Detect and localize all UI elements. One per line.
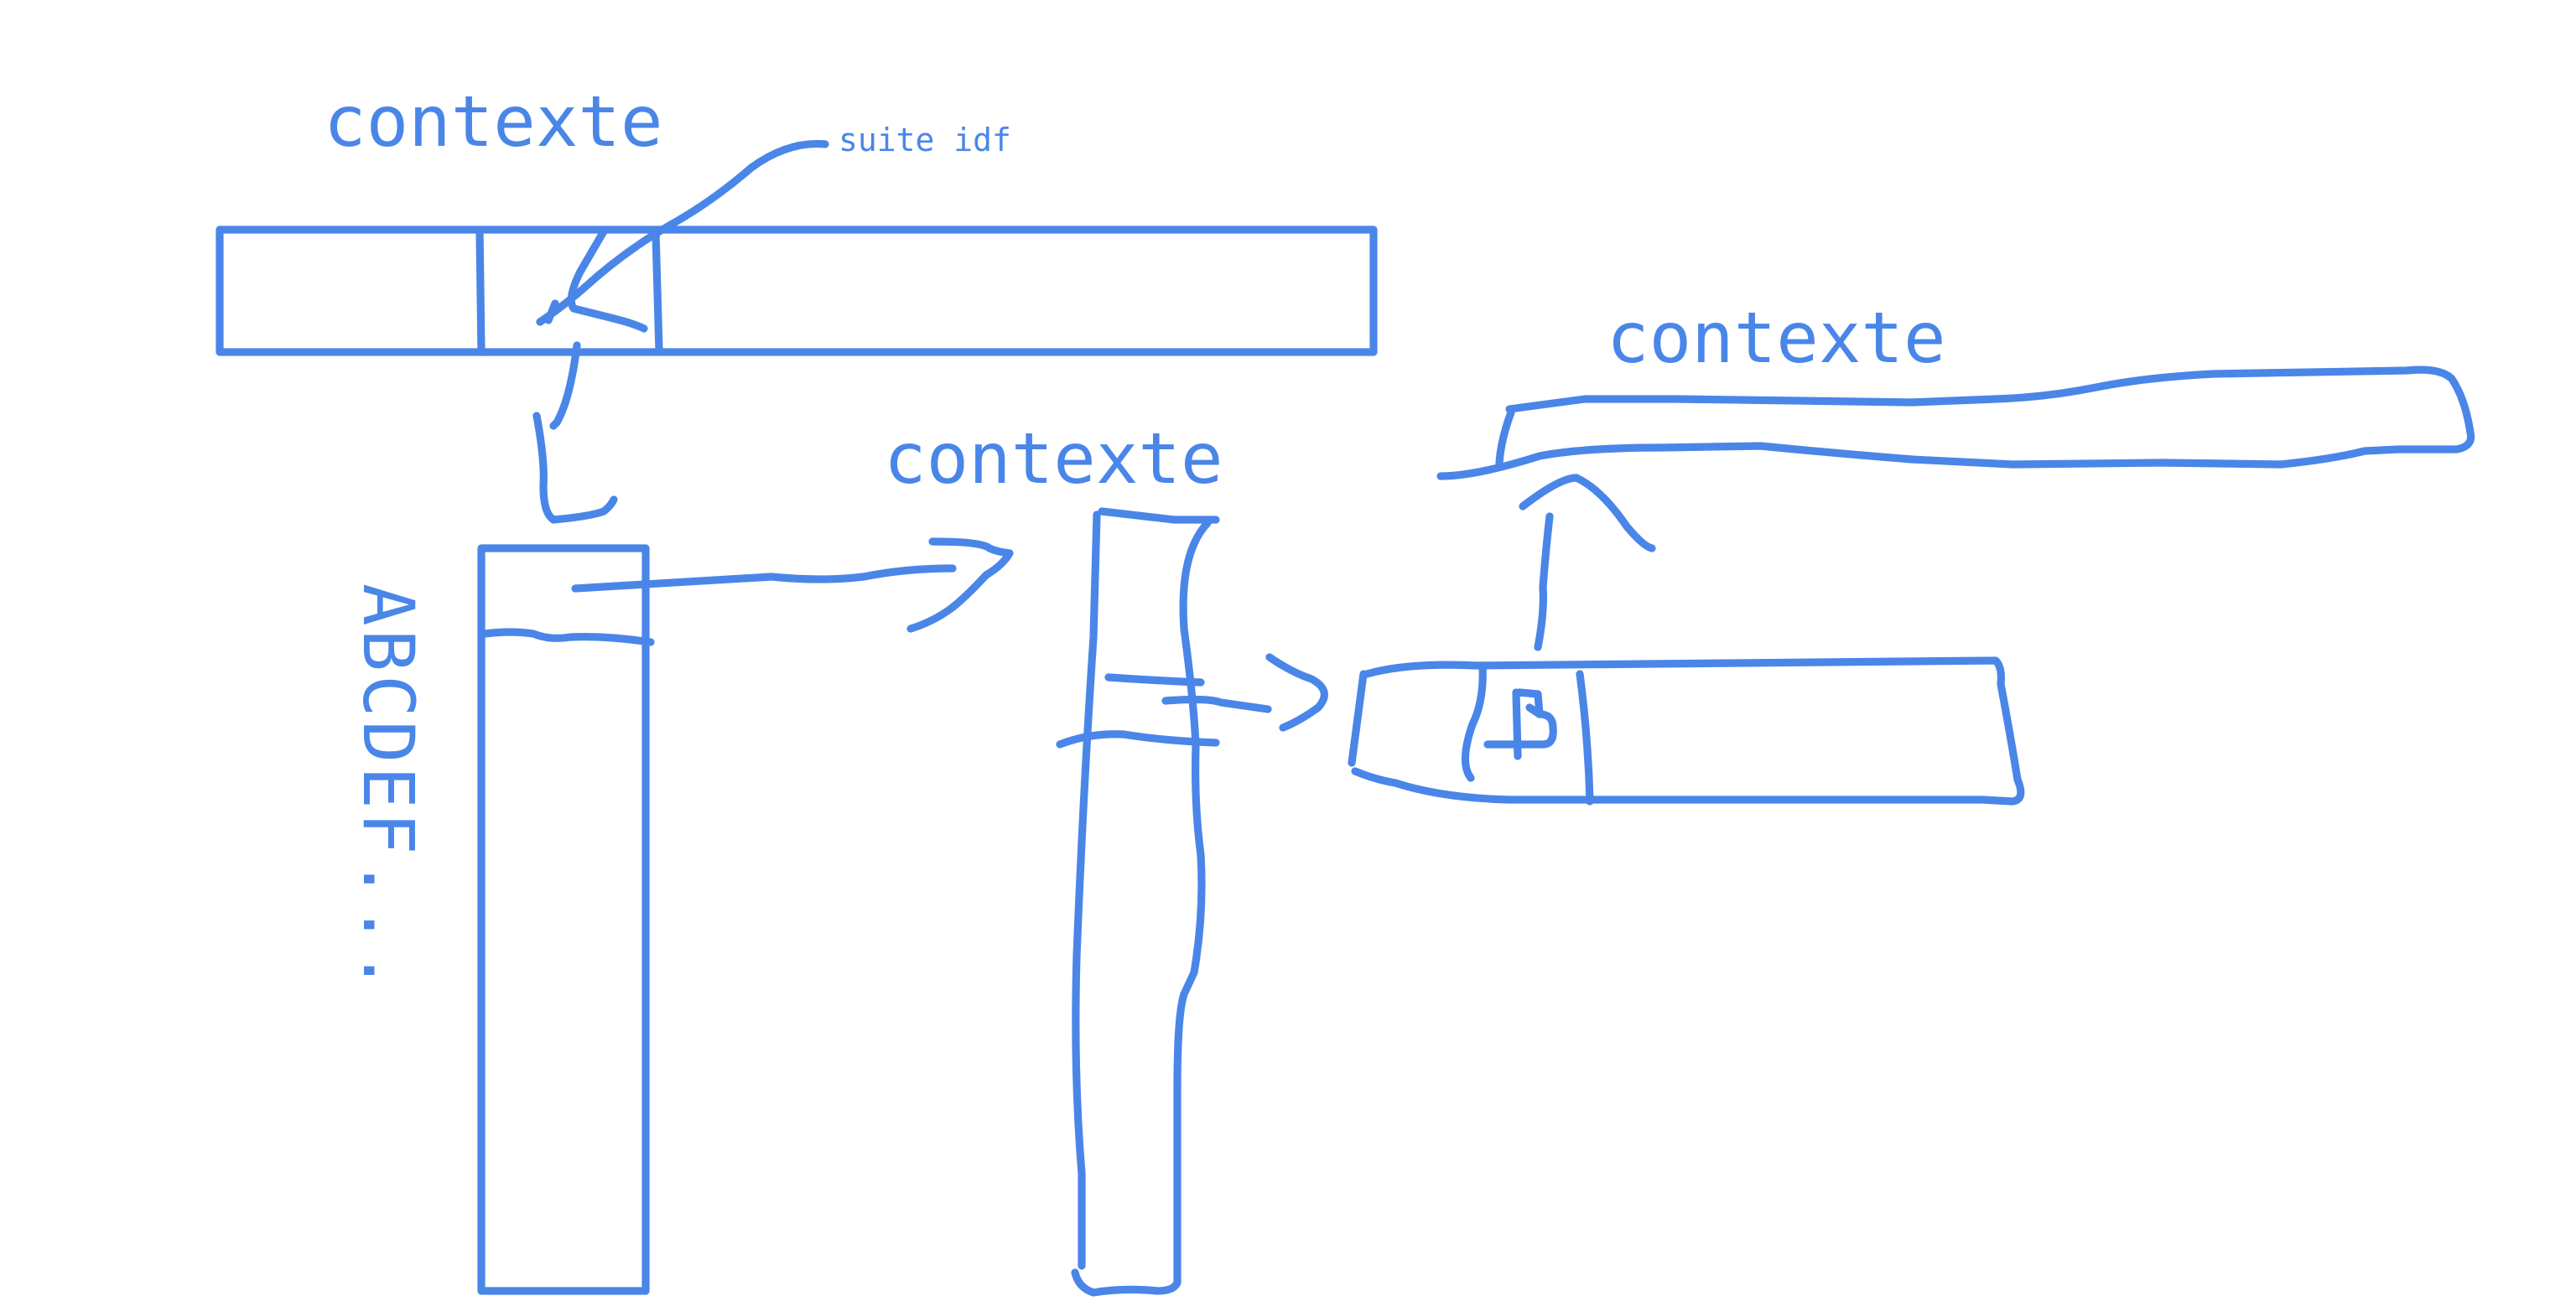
arrowhead-middle (906, 537, 1014, 633)
strip-divider-right (652, 229, 663, 355)
strip-divider-left (475, 227, 486, 356)
arrow-up-head (1519, 474, 1656, 552)
arrow-up-shaft (1534, 512, 1554, 651)
top-right-bar-outline (1436, 365, 2475, 480)
right-strip-left-edge (1348, 670, 1368, 767)
label-contexte-right: contexte (1607, 297, 1946, 379)
b-letter-tick (1525, 703, 1544, 718)
middle-row-line-3 (1056, 730, 1220, 749)
horizontal-strip (216, 225, 1378, 356)
middle-column-top-edge (1098, 507, 1220, 524)
middle-column (1056, 507, 1272, 1297)
middle-row-line-1 (1104, 673, 1205, 687)
middle-column-right-edge (1071, 519, 1212, 1297)
middle-column-left-edge (1072, 511, 1101, 1270)
arrowhead-right (1265, 653, 1328, 732)
top-right-bar-left-edge (1495, 408, 1515, 467)
connector-hook (532, 412, 618, 524)
label-contexte-middle: contexte (884, 417, 1223, 500)
label-vertical-letters: ABCDEF... (347, 583, 429, 995)
column-row-divider (480, 628, 655, 646)
right-strip-divider-1 (1461, 661, 1487, 782)
highlighted-cell-mark (567, 227, 648, 333)
right-strip (1348, 656, 2025, 806)
right-strip-bottom-edge (1351, 767, 1987, 804)
connector-strip-down (549, 341, 581, 430)
suite-arrow (536, 139, 829, 326)
b-cell-letter (1483, 688, 1557, 760)
right-strip-top-right-edge (1363, 656, 2025, 806)
arrow-column-to-middle (571, 564, 957, 593)
vertical-column (477, 544, 655, 1295)
horizontal-strip-outline (216, 225, 1378, 356)
top-right-bar (1436, 365, 2475, 480)
middle-row-line-2 (1161, 695, 1272, 713)
vertical-column-outline (477, 544, 650, 1295)
label-suite-idf: suite idf (839, 122, 1011, 158)
label-contexte-top: contexte (324, 80, 663, 163)
right-strip-divider-2 (1576, 670, 1594, 806)
